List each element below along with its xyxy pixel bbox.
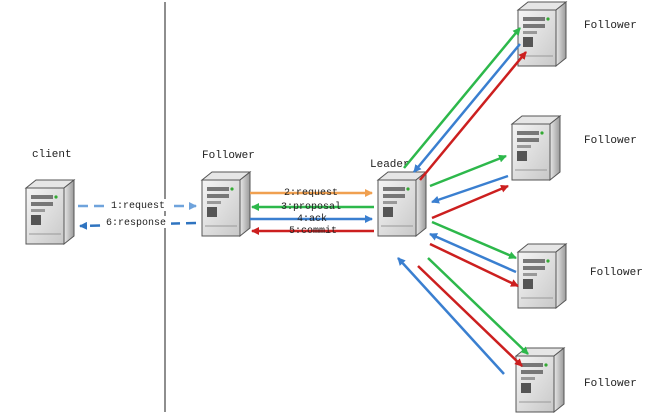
follower-mid-label: Follower <box>202 150 255 162</box>
arrow-commit-f1 <box>419 51 527 181</box>
follower-2-label: Follower <box>584 135 637 147</box>
label-3-proposal: 3:proposal <box>281 201 341 213</box>
label-6-response: 6:response <box>106 218 166 229</box>
arrow-ack-f1 <box>413 43 521 173</box>
label-bg <box>103 216 171 228</box>
arrow-ack-f2 <box>431 174 509 204</box>
follower-3-server-icon <box>517 243 567 309</box>
follower-4-label: Follower <box>584 378 637 390</box>
arrow-proposal-f1 <box>403 27 521 169</box>
arrow-proposal-f2 <box>429 154 507 188</box>
label-1-request: 1:request <box>111 201 165 212</box>
follower-1-label: Follower <box>584 20 637 32</box>
arrow-ack-f3 <box>429 232 517 274</box>
label-5-commit: 5:commit <box>289 225 337 237</box>
arrow-6-response <box>79 221 197 230</box>
client-server-icon <box>25 179 75 245</box>
arrow-ack-f4 <box>397 257 505 375</box>
label-4-ack: 4:ack <box>297 213 327 225</box>
arrow-proposal-f4 <box>427 257 529 355</box>
arrow-commit-f4 <box>417 265 523 367</box>
leader-server-icon <box>377 171 427 237</box>
follower-3-label: Follower <box>590 267 643 279</box>
arrow-proposal-f3 <box>431 220 517 260</box>
arrow-commit-f2 <box>431 184 509 220</box>
client-label: client <box>32 149 72 161</box>
leader-label: Leader <box>370 159 410 171</box>
label-2-request: 2:request <box>284 188 338 199</box>
follower-1-server-icon <box>517 1 567 67</box>
follower-4-server-icon <box>515 347 565 413</box>
label-bg <box>108 199 168 211</box>
follower-2-server-icon <box>511 115 561 181</box>
follower-mid-server-icon <box>201 171 251 237</box>
arrow-commit-f3 <box>429 242 519 288</box>
